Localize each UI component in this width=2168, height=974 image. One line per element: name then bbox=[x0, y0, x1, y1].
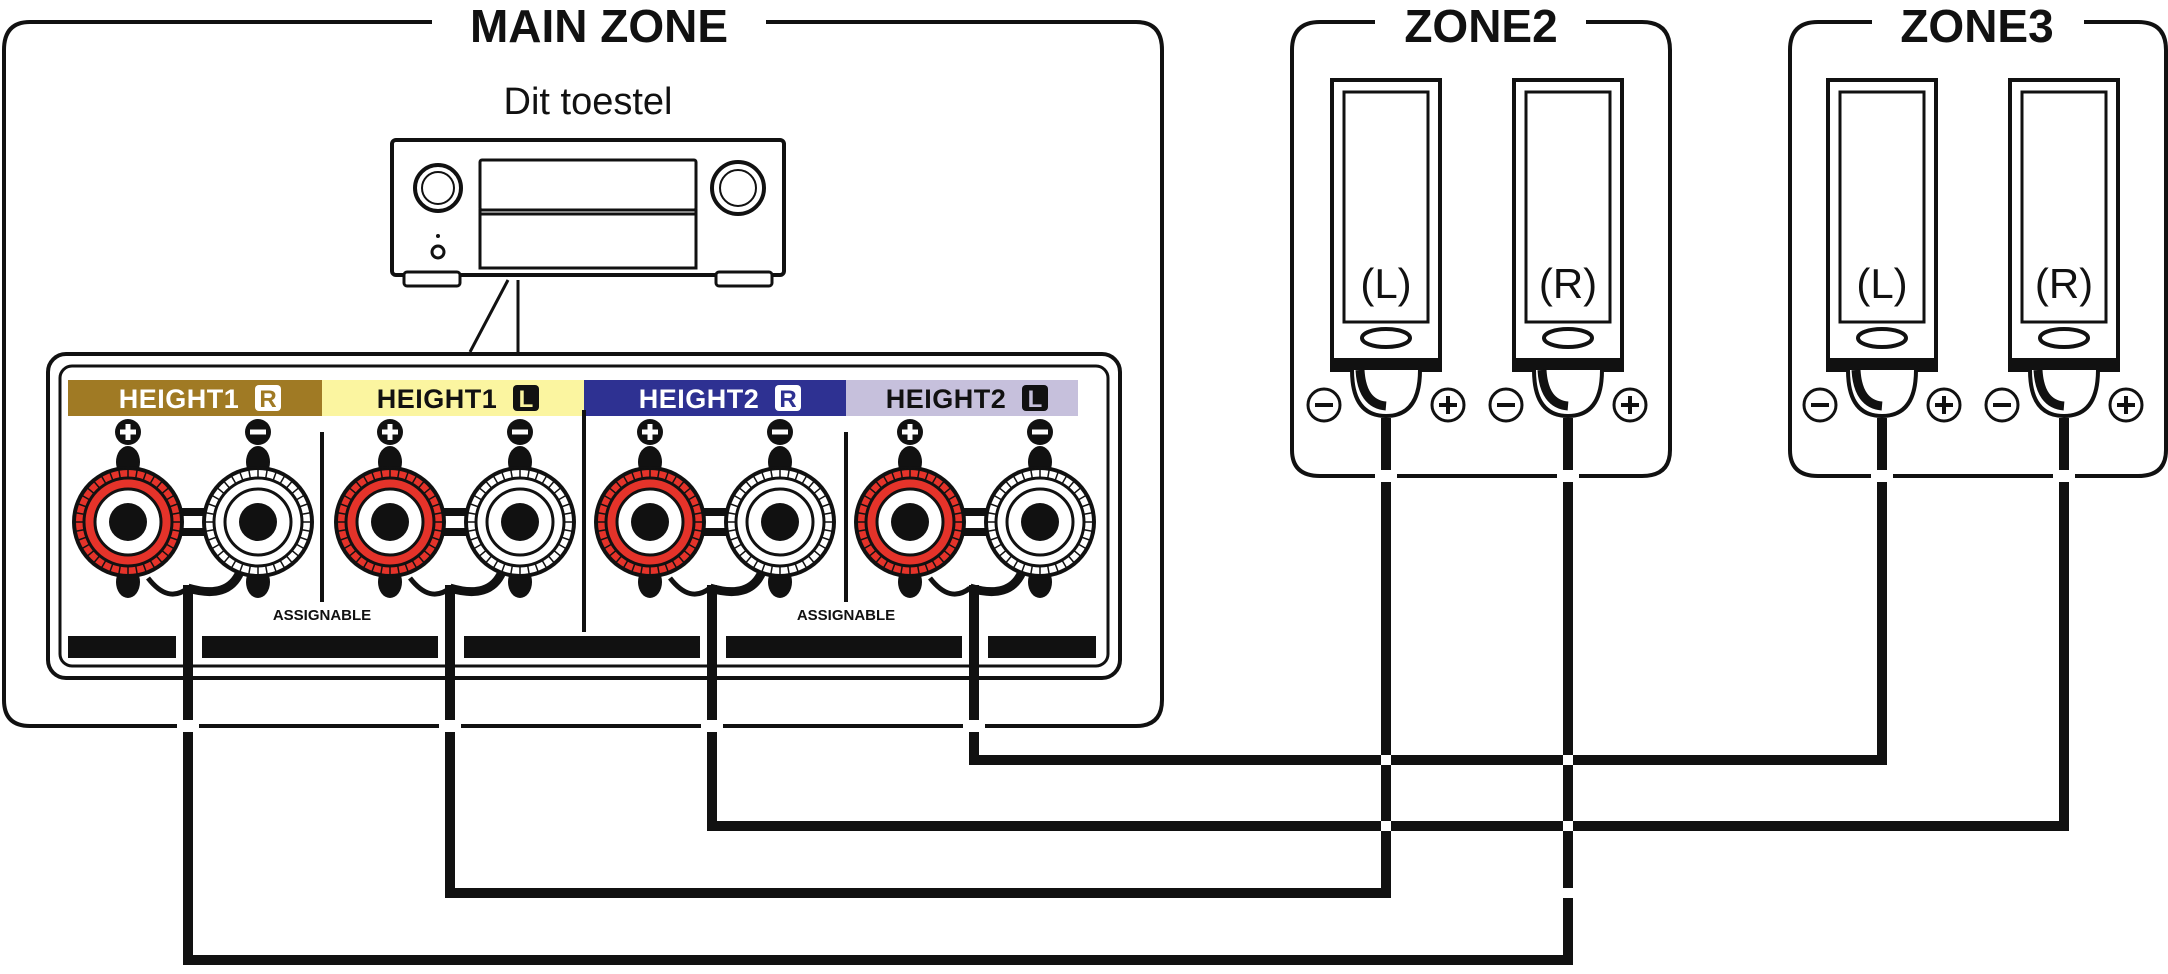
rear-panel-bottom-strip bbox=[68, 636, 1096, 658]
minus-icon bbox=[245, 419, 271, 445]
speaker-channel-label: (L) bbox=[1360, 260, 1411, 307]
zone-speakers: (L) (R) (L) (R) bbox=[1306, 78, 2144, 423]
side-badge bbox=[513, 385, 539, 411]
speaker-terminals bbox=[72, 419, 1096, 598]
positive-binding-post[interactable] bbox=[594, 446, 706, 598]
speaker-channel-label: (L) bbox=[1856, 260, 1907, 307]
zone2-speaker-right: (R) bbox=[1488, 78, 1648, 423]
terminal-band-2: HEIGHT1 L bbox=[322, 380, 584, 416]
zone3-speaker-right: (R) bbox=[1984, 78, 2144, 423]
terminal-pair-1 bbox=[72, 419, 314, 598]
wire-loop bbox=[186, 569, 245, 597]
minus-icon bbox=[1027, 419, 1053, 445]
minus-icon bbox=[767, 419, 793, 445]
side-badge-text: R bbox=[259, 386, 276, 413]
plus-icon bbox=[377, 419, 403, 445]
side-badge-text: L bbox=[519, 386, 534, 413]
cable-height1-r-to-zone2-r bbox=[183, 418, 1573, 965]
wire-loop bbox=[708, 569, 767, 597]
terminal-band-label: HEIGHT1 bbox=[119, 384, 240, 414]
plus-icon bbox=[115, 419, 141, 445]
cable-crossing-gaps bbox=[177, 470, 2075, 898]
terminal-band-label: HEIGHT2 bbox=[886, 384, 1007, 414]
terminal-bands: HEIGHT1 R HEIGHT1 L HEIGHT2 R HEIGHT2 L bbox=[68, 380, 1078, 416]
side-badge bbox=[1022, 385, 1048, 411]
positive-binding-post[interactable] bbox=[334, 446, 446, 598]
side-badge bbox=[255, 385, 281, 411]
zone3-speaker-left: (L) bbox=[1802, 78, 1962, 423]
main-zone-title: MAIN ZONE bbox=[470, 0, 728, 52]
side-badge bbox=[775, 385, 801, 411]
minus-icon bbox=[507, 419, 533, 445]
negative-binding-post[interactable] bbox=[984, 446, 1096, 598]
assignable-label-1: ASSIGNABLE bbox=[273, 607, 371, 624]
zone2-speaker-left: (L) bbox=[1306, 78, 1466, 423]
terminal-band-3: HEIGHT2 R bbox=[584, 380, 846, 416]
terminal-separators bbox=[320, 410, 848, 632]
plus-icon bbox=[897, 419, 923, 445]
av-receiver-icon bbox=[390, 138, 786, 288]
negative-binding-post[interactable] bbox=[202, 446, 314, 598]
zone3-title: ZONE3 bbox=[1900, 0, 2053, 52]
terminal-pair-3 bbox=[594, 419, 836, 598]
terminal-band-1: HEIGHT1 R bbox=[68, 380, 322, 416]
speaker-channel-label: (R) bbox=[2035, 260, 2093, 307]
positive-binding-post[interactable] bbox=[854, 446, 966, 598]
assignable-label-2: ASSIGNABLE bbox=[797, 607, 895, 624]
negative-binding-post[interactable] bbox=[724, 446, 836, 598]
speaker-channel-label: (R) bbox=[1539, 260, 1597, 307]
wire-loop bbox=[928, 576, 972, 597]
zone2-frame: ZONE2 bbox=[1290, 0, 1672, 478]
device-label: Dit toestel bbox=[504, 81, 673, 123]
terminal-band-label: HEIGHT2 bbox=[639, 384, 760, 414]
negative-binding-post[interactable] bbox=[464, 446, 576, 598]
side-badge-text: R bbox=[779, 386, 796, 413]
cable-height2-l-to-zone3-l bbox=[969, 418, 1887, 765]
callout-lines bbox=[468, 279, 520, 353]
wire-loop bbox=[448, 569, 507, 597]
terminal-band-4: HEIGHT2 L bbox=[846, 380, 1078, 416]
positive-binding-post[interactable] bbox=[72, 446, 184, 598]
terminal-band-label: HEIGHT1 bbox=[377, 384, 498, 414]
wire-loop bbox=[668, 576, 712, 597]
plus-icon bbox=[637, 419, 663, 445]
cable-height1-l-to-zone2-l bbox=[445, 418, 1391, 898]
zone3-frame: ZONE3 bbox=[1788, 0, 2168, 478]
main-zone-frame: MAIN ZONE bbox=[2, 0, 1164, 728]
terminal-pair-2 bbox=[334, 419, 576, 598]
terminal-pair-4 bbox=[854, 419, 1096, 598]
zone2-title: ZONE2 bbox=[1404, 0, 1557, 52]
side-badge-text: L bbox=[1028, 386, 1043, 413]
